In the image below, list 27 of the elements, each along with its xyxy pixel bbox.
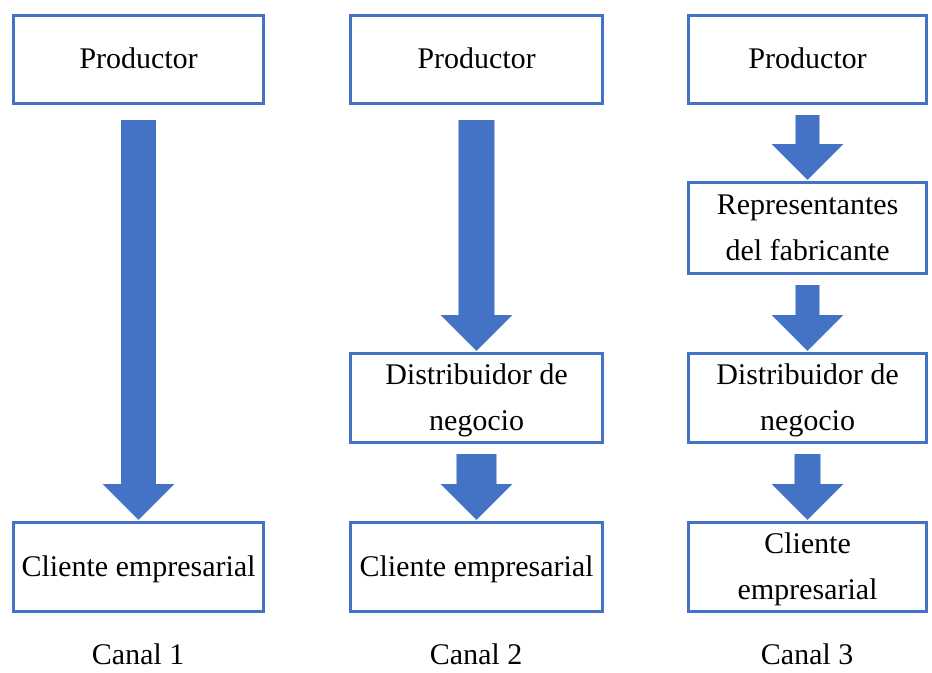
box-text: Productor	[79, 41, 198, 78]
box-text: Cliente empresarial	[736, 526, 878, 608]
process-box	[12, 521, 265, 613]
process-box	[349, 521, 604, 613]
block-arrow	[440, 454, 512, 520]
process-box	[687, 14, 928, 105]
process-box	[687, 521, 928, 613]
block-arrow	[772, 454, 844, 520]
process-box	[687, 181, 928, 275]
block-arrow	[102, 120, 174, 520]
box-text: Cliente empresarial	[359, 548, 594, 585]
block-arrow	[772, 115, 844, 180]
box-text: Cliente empresarial	[21, 548, 256, 585]
box-text: Productor	[417, 41, 536, 78]
box-text: Representantes del fabricante	[716, 186, 900, 269]
block-arrow	[440, 120, 512, 351]
box-text: Productor	[748, 41, 867, 78]
column-caption: Canal 2	[428, 638, 524, 672]
box-text: Distribuidor de negocio	[384, 356, 569, 439]
box-text: Distribuidor de negocio	[715, 356, 900, 439]
block-arrow	[772, 285, 844, 351]
process-box	[12, 14, 265, 105]
column-caption: Canal 3	[760, 638, 854, 672]
column-caption: Canal 1	[90, 638, 186, 672]
process-box	[349, 352, 604, 444]
process-box	[687, 352, 928, 444]
process-box	[349, 14, 604, 105]
